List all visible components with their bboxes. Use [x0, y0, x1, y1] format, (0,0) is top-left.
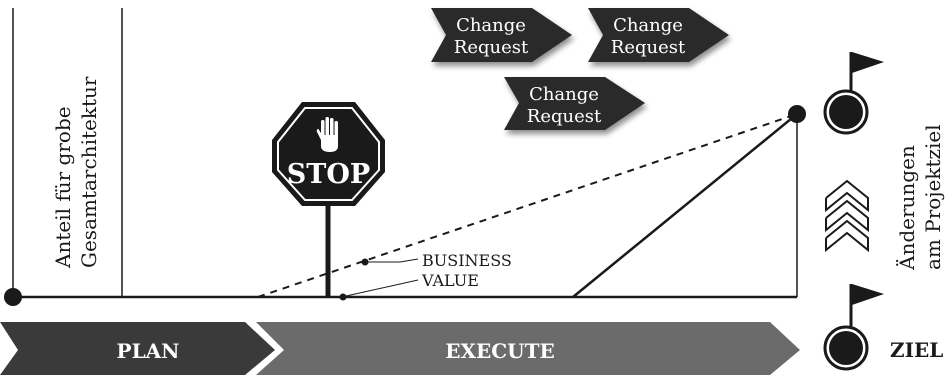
business-value-leader-upper [368, 258, 419, 263]
goal-label: ZIEL [890, 338, 943, 362]
stop-sign: STOP [272, 102, 385, 297]
change-request-line2: Request [527, 106, 602, 127]
raised-hand-icon [316, 117, 338, 152]
business-value-label-line2: VALUE [421, 271, 479, 290]
change-request-arrow [504, 77, 645, 130]
change-request-3: Change Request [504, 77, 645, 130]
business-value-dashed-line [257, 113, 798, 298]
timeline-start-dot [4, 288, 22, 306]
goal-end-dot [788, 105, 806, 123]
business-value-label-line1: BUSINESS [422, 251, 512, 270]
stop-sign-text: STOP [287, 159, 370, 190]
business-value-leader-lower [345, 279, 419, 297]
change-request-line1: Change [529, 84, 599, 105]
architecture-label-line1: Anteil für grobe [51, 106, 75, 269]
chevron-up-icon [825, 179, 869, 253]
change-request-arrow [431, 8, 572, 62]
execute-phase-arrow [256, 322, 800, 375]
stop-sign-octagon-outer [272, 102, 385, 206]
business-value-point-upper [361, 258, 369, 266]
change-request-arrow [588, 8, 729, 62]
goal-flag-bottom-icon [823, 284, 884, 371]
stop-sign-octagon-inner [277, 107, 380, 201]
change-request-line2: Request [611, 37, 686, 58]
actual-progress-line [572, 113, 798, 298]
goal-flag-top-icon [823, 52, 884, 135]
business-value-point-lower [339, 293, 347, 301]
architecture-label-line2: Gesamtarchitektur [77, 76, 101, 268]
goal-change-label-line1: Änderungen [895, 145, 919, 271]
plan-phase-label: PLAN [117, 339, 180, 363]
change-request-1: Change Request [431, 8, 572, 62]
change-request-line1: Change [456, 15, 526, 36]
execute-phase-label: EXECUTE [445, 339, 555, 363]
change-request-2: Change Request [588, 8, 729, 62]
change-request-line2: Request [454, 37, 529, 58]
plan-phase-arrow [0, 322, 275, 375]
goal-change-label-line2: am Projektziel [921, 124, 945, 270]
change-request-line1: Change [613, 15, 683, 36]
